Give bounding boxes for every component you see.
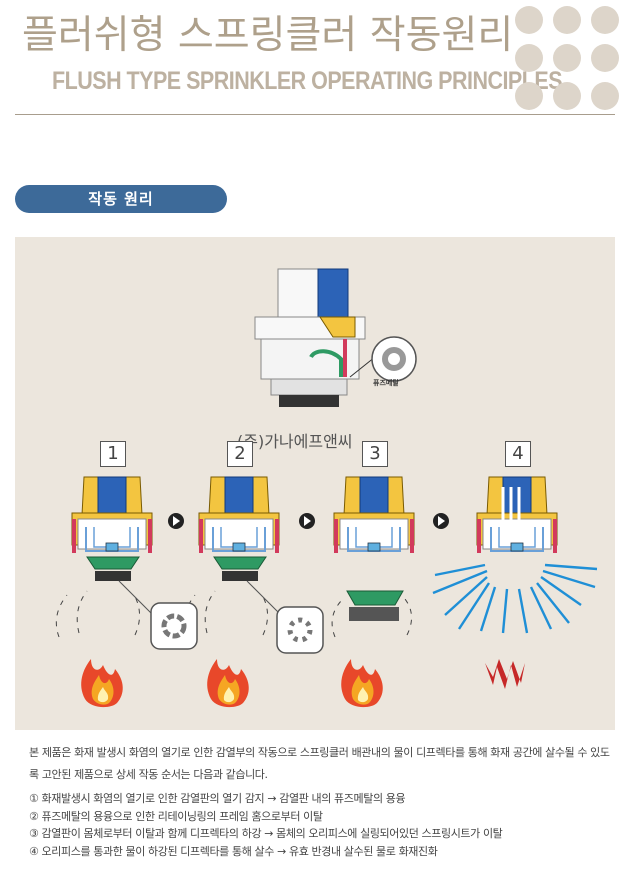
diagram-panel: (주)가나에프앤씨 퓨즈메탈 1 2 3 4 <box>15 237 615 730</box>
sprinkler-cutaway <box>254 268 376 407</box>
list-item: ② 퓨즈메탈의 용융으로 인한 리테이닝링의 프레임 홈으로부터 이탈 <box>29 809 323 823</box>
title-korean: 플러쉬형 스프링클러 작동원리 <box>22 13 514 58</box>
header-divider <box>15 114 615 115</box>
fuse-icon-step2 <box>276 606 324 654</box>
fire-icon <box>81 659 525 708</box>
decorative-dots <box>515 6 619 110</box>
company-watermark: (주)가나에프앤씨 <box>237 432 353 451</box>
fuse-metal-label: 퓨즈메탈 <box>373 379 399 387</box>
operation-diagram <box>55 268 598 708</box>
arrow-right-icon <box>168 513 449 529</box>
step-number-3: 3 <box>362 441 388 467</box>
list-item: ④ 오리피스를 통과한 물이 하강된 디프렉타를 통해 살수 → 유효 반경내 … <box>29 844 438 858</box>
list-item: ① 화재발생시 화염의 열기로 인한 감열판의 열기 감지 → 감열판 내의 퓨… <box>29 792 406 805</box>
fuse-icon-step1 <box>150 602 198 650</box>
step-number-1: 1 <box>100 441 126 467</box>
step-number-4: 4 <box>505 441 531 467</box>
operation-step-list: ① 화재발생시 화염의 열기로 인한 감열판의 열기 감지 → 감열판 내의 퓨… <box>29 790 617 860</box>
step-number-2: 2 <box>227 441 253 467</box>
description-intro: 본 제품은 화재 발생시 화염의 열기로 인한 감열부의 작동으로 스프링클러 … <box>29 746 610 781</box>
list-item: ③ 감열판이 몸체로부터 이탈과 함께 디프렉타의 하강 → 몸체의 오리피스에… <box>29 827 503 840</box>
title-english: FLUSH TYPE SPRINKLER OPERATING PRINCIPLE… <box>52 67 563 95</box>
section-label: 작동 원리 <box>15 185 227 213</box>
fuse-ring-icon <box>371 336 417 382</box>
water-spray-icon <box>432 563 598 634</box>
